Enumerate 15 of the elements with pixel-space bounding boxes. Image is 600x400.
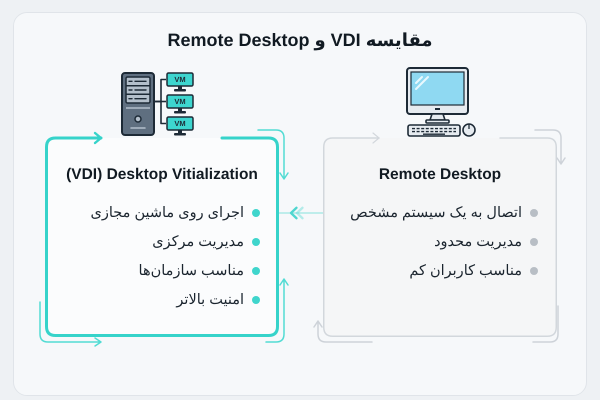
bullet-text: اتصال به یک سیستم مشخص bbox=[350, 204, 522, 223]
bullet-text: مدیریت محدود bbox=[434, 233, 522, 252]
panel-heading: (VDI) Desktop Vitialization bbox=[66, 165, 258, 185]
bullet-text: مدیریت مرکزی bbox=[152, 233, 244, 252]
panel-heading: Remote Desktop bbox=[378, 165, 502, 185]
bullet-text: مناسب کاربران کم bbox=[409, 262, 522, 281]
bullet-text: امنیت بالاتر bbox=[176, 291, 244, 310]
connector-line bbox=[155, 100, 166, 124]
title: مقایسه VDI و Remote Desktop bbox=[167, 29, 433, 52]
comparison-panel bbox=[45, 131, 279, 337]
arrow bbox=[279, 206, 323, 220]
bullet-text: مناسب سازمان‌ها bbox=[138, 262, 244, 281]
server-icon bbox=[121, 72, 155, 136]
bullet-text: اجرای روی ماشین مجازی bbox=[90, 204, 244, 223]
comparison-panel bbox=[323, 131, 557, 337]
